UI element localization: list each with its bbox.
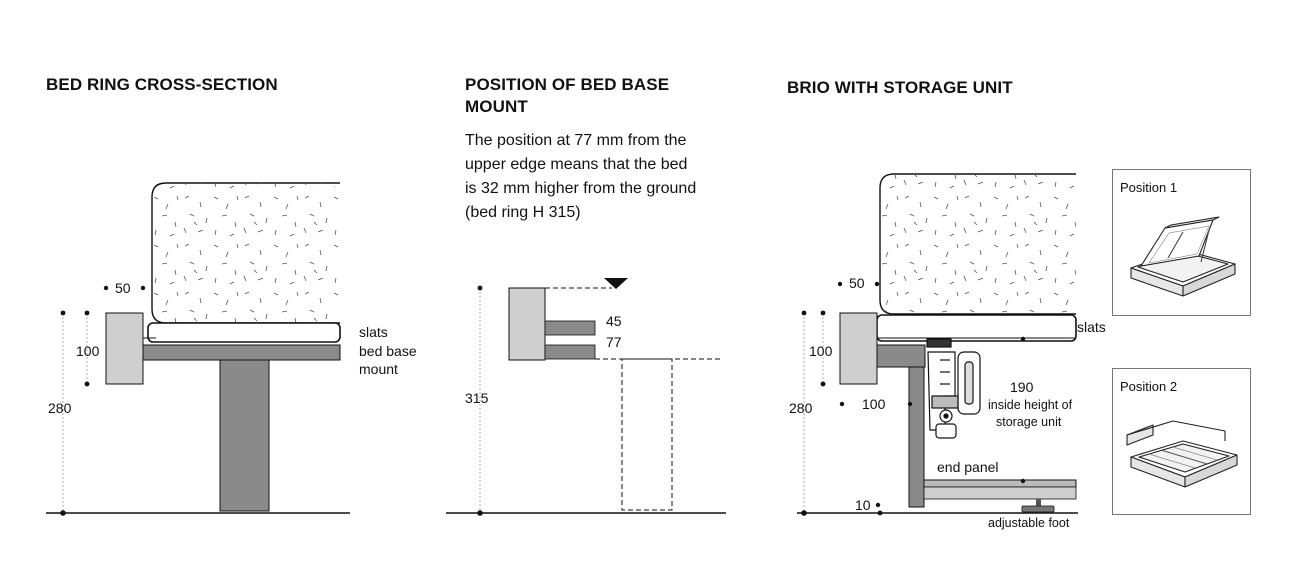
adjustable-foot [1021, 499, 1055, 513]
bed-base-mount-title-line2: MOUNT [465, 97, 528, 116]
mount-label-1: bed base [359, 343, 417, 359]
description-line: The position at 77 mm from the [465, 132, 687, 149]
dim-10-label: 10 [855, 497, 871, 513]
dim-50-label: 50 [849, 275, 865, 291]
storage-base [923, 479, 1077, 488]
position-2-label: Position 2 [1120, 379, 1178, 394]
mount-position-45 [544, 320, 596, 336]
bed-ring [508, 287, 546, 361]
dim-100-horizontal-label: 100 [862, 396, 886, 412]
bed-ring-cross-section-title: BED RING CROSS-SECTION [46, 75, 278, 94]
top-edge-marker [604, 278, 628, 289]
dim-45-label: 45 [606, 313, 622, 329]
mattress-foam [152, 183, 340, 323]
inside-height-label-2: storage unit [996, 415, 1062, 429]
inside-height-label-1: inside height of [988, 398, 1073, 412]
description-line: is 32 mm higher from the ground [465, 180, 697, 197]
mount-position-77 [544, 344, 596, 360]
dim-100-vertical-label: 100 [809, 343, 833, 359]
description-line: upper edge means that the bed [465, 156, 688, 173]
position-description: The position at 77 mm from the upper edg… [465, 129, 696, 225]
mount-label-2: mount [359, 361, 398, 377]
dim-77-label: 77 [606, 334, 622, 350]
brio-storage-title: BRIO WITH STORAGE UNIT [787, 78, 1013, 97]
slats-label: slats [1077, 319, 1106, 335]
bed-open-raised-illustration [1130, 216, 1236, 297]
left-diagram: 50 100 280 slats bed base mount [46, 182, 417, 516]
position-2-box: Position 2 [1112, 368, 1251, 515]
middle-diagram: 45 77 315 [446, 278, 726, 516]
position-1-label: Position 1 [1120, 180, 1178, 195]
storage-side-panel [908, 366, 925, 508]
dim-280-label: 280 [789, 400, 813, 416]
dim-280-label: 280 [48, 400, 72, 416]
bed-base-mount-title-line1: POSITION OF BED BASE [465, 75, 670, 94]
mattress-foam [880, 174, 1076, 314]
position-1-box: Position 1 [1112, 169, 1251, 316]
dim-190-label: 190 [1010, 379, 1034, 395]
dim-315-label: 315 [465, 390, 489, 406]
bed-base-mount [142, 344, 341, 361]
dim-50-label: 50 [115, 280, 131, 296]
bed-ring [105, 312, 144, 385]
slats-label: slats [359, 324, 388, 340]
bed-closed-illustration [1126, 420, 1238, 488]
leg [219, 359, 270, 512]
end-panel-label: end panel [937, 459, 999, 475]
dim-100-label: 100 [76, 343, 100, 359]
adjustable-foot-label: adjustable foot [988, 516, 1070, 530]
slat [147, 322, 341, 343]
lift-mechanism [926, 338, 981, 439]
description-line: (bed ring H 315) [465, 204, 581, 221]
slat [876, 314, 1077, 342]
bed-ring [839, 312, 878, 385]
right-diagram: 50 100 280 100 slats 190 inside height o… [789, 173, 1106, 530]
leg-outline [621, 358, 673, 511]
